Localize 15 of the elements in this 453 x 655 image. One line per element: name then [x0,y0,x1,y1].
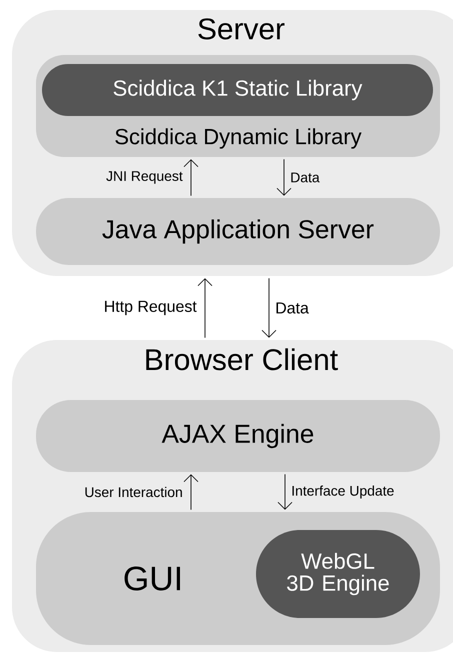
arrow [278,474,292,510]
edge-label: JNI Request [106,171,183,184]
edge-label: Data [276,302,309,314]
arrow [276,158,292,196]
edge-label: Http Request [105,300,197,316]
server-box: Java Application Server [36,198,440,265]
arrow [184,159,198,196]
library-box: Sciddica K1 Static Library [42,64,433,116]
arrow [184,474,198,510]
engine-box: AJAX Engine [36,400,440,472]
edge-label: Interface Update [292,486,394,498]
edge-label: Data [291,172,320,182]
arrow [198,278,212,338]
arrow [262,278,276,338]
edge-label: User Interaction [85,486,182,498]
